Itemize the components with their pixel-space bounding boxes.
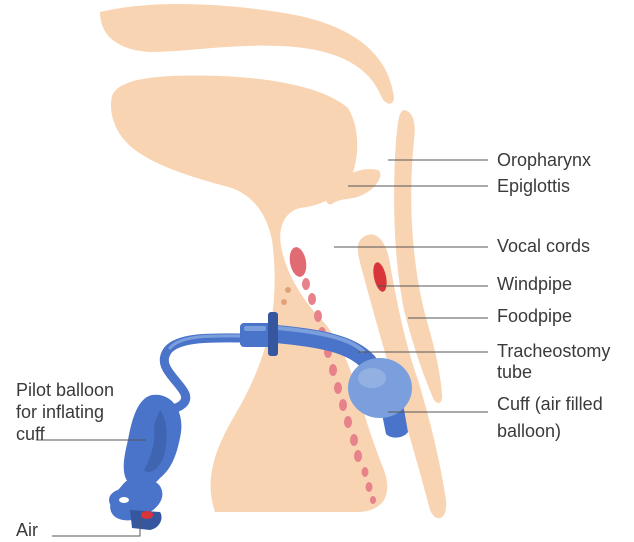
leader-air bbox=[52, 518, 140, 536]
label-windpipe: Windpipe bbox=[497, 274, 572, 294]
pilot-line-tube bbox=[164, 338, 248, 410]
label-pilot-line3: cuff bbox=[16, 424, 46, 444]
air-port bbox=[141, 511, 153, 519]
label-tracheostomy-line2: tube bbox=[497, 362, 532, 382]
label-tracheostomy-line1: Tracheostomy bbox=[497, 341, 610, 361]
cartilage-dot bbox=[285, 287, 291, 293]
label-oropharynx: Oropharynx bbox=[497, 150, 591, 170]
neck-flange-plate bbox=[268, 312, 278, 356]
neck-flange-highlight bbox=[244, 326, 266, 331]
label-air: Air bbox=[16, 520, 38, 540]
cuff-balloon-shine bbox=[358, 368, 386, 388]
cuff-balloon bbox=[348, 358, 412, 418]
cartilage-dot bbox=[281, 299, 287, 305]
label-cuff-line1: Cuff (air filled bbox=[497, 394, 603, 414]
label-foodpipe: Foodpipe bbox=[497, 306, 572, 326]
valve-ring-inner bbox=[119, 497, 129, 503]
label-vocal-cords: Vocal cords bbox=[497, 236, 590, 256]
label-pilot-line2: for inflating bbox=[16, 402, 104, 422]
pilot-balloon bbox=[124, 395, 182, 489]
label-pilot-line1: Pilot balloon bbox=[16, 380, 114, 400]
label-epiglottis: Epiglottis bbox=[497, 176, 570, 196]
throat-red-mark bbox=[288, 246, 309, 278]
label-cuff-line2: balloon) bbox=[497, 421, 561, 441]
